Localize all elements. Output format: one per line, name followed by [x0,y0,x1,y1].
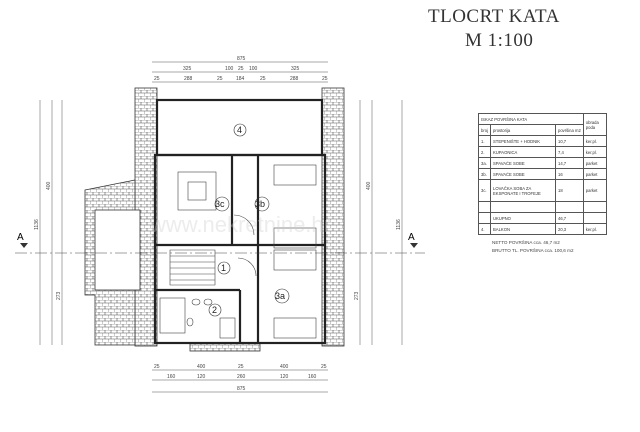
net-area-note: NETTO POVRŠINA cca. 46,7 m2 [492,240,560,245]
table-row-empty [478,201,607,213]
dim-label: 100 [225,66,234,72]
cell: ker.pl. [582,146,607,158]
drawing-scale: M 1:100 [465,30,534,51]
dim-label: 25 [322,76,328,82]
room-label-2: 2 [212,305,217,315]
top-dimensions [152,61,328,83]
cell: 46,7 [554,212,584,224]
cell: SPAVAĆE SOBE [489,157,556,169]
room-label-3a: 3a [275,291,285,301]
dim-label: 160 [308,374,317,380]
dim-label: 1136 [34,219,40,230]
dim-label: 273 [56,291,62,300]
cell: KUPAONICA [489,146,556,158]
cell: 3c. [478,179,491,202]
dim-label: 25 [217,76,223,82]
dim-label: 288 [290,76,299,82]
dim-label: 325 [183,66,192,72]
cell: 7,4 [554,146,584,158]
section-marker-right: A [408,232,415,243]
dim-label: 400 [46,181,52,190]
dim-label: 260 [237,374,246,380]
roof-right [321,87,345,347]
cell: 10,7 [554,135,584,147]
col-floor: obrada poda [582,113,607,136]
cell: 3b. [478,168,491,180]
cell: SPAVAĆE SOBE [489,168,556,180]
room-label-3c: 3c [215,199,225,209]
room-label-4: 4 [237,125,242,135]
room-labels: 4 3c 3b 1 2 3a [208,123,290,317]
table-title: ISKAZ POVRŠINA KATA [478,113,584,125]
drawing-title: TLOCRT KATA [428,6,560,27]
furniture [159,164,317,339]
cell: BALKON [489,223,556,235]
cell: STEPENIŠTE + HODNIK [489,135,556,147]
side-dimensions [39,100,403,345]
cell: parket [582,168,607,180]
cell: ker.pl. [582,223,607,235]
cell: 4. [478,223,491,235]
stair-landing [94,209,141,291]
dim-label: 1136 [396,219,402,230]
dim-label: 25 [260,76,266,82]
dim-top-total: 875 [237,56,246,62]
dim-label: 325 [291,66,300,72]
cell: LOVAČKA SOBA ZA EKSPONATE I TROFEJE [489,179,556,202]
cell: 14,7 [554,157,584,169]
dim-label: 25 [154,76,160,82]
room-label-3b: 3b [255,199,265,209]
dim-label: 400 [280,364,289,370]
cell: UKUPNO [489,212,556,224]
cell: 1. [478,135,491,147]
walls [153,98,327,345]
area-notes: NETTO POVRŠINA cca. 46,7 m2 BRUTTO TL. P… [492,239,607,255]
cell: 18 [554,179,584,202]
roof-bottom [189,342,261,352]
watermark: www.nekretnine.hr [150,212,331,237]
dim-label: 25 [321,364,327,370]
dim-label: 25 [238,66,244,72]
dim-label: 184 [236,76,245,82]
col-no: broj [478,124,491,136]
gross-area-note: BRUTTO TL. POVRŠINA cca. 100,6 m2 [492,248,574,253]
section-marker-left: A [17,232,24,243]
col-area: površina m2 [554,124,584,136]
dim-label: 120 [280,374,289,380]
bottom-dimensions [152,369,328,393]
cell: parket [582,179,607,202]
dim-label: 25 [238,364,244,370]
dim-label: 100 [249,66,258,72]
dim-label: 25 [154,364,160,370]
dim-label: 400 [197,364,206,370]
room-label-1: 1 [221,263,226,273]
cell: parket [582,157,607,169]
dim-label: 288 [184,76,193,82]
cell: 2. [478,146,491,158]
dim-bottom-total: 875 [237,386,246,392]
cell: 20,3 [554,223,584,235]
dim-label: 160 [167,374,176,380]
col-room: prostorija [489,124,556,136]
cell: ker.pl. [582,135,607,147]
cell: 16 [554,168,584,180]
dim-label: 120 [197,374,206,380]
dim-label: 400 [366,181,372,190]
dim-label: 273 [354,291,360,300]
cell: 3a. [478,157,491,169]
